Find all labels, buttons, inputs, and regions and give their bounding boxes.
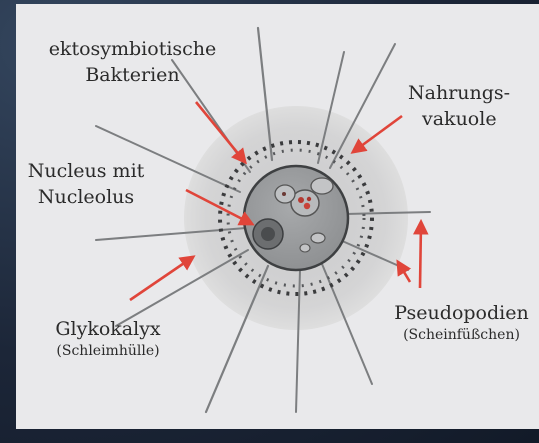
arrow-pseudopodia-1: [420, 222, 421, 288]
label-glycocalyx-main: Glykokalyx: [38, 316, 178, 342]
label-bacteria: ektosymbiotische Bakterien: [30, 36, 235, 88]
label-bacteria-line1: ektosymbiotische: [30, 36, 235, 62]
label-glycocalyx: Glykokalyx (Schleimhülle): [38, 316, 178, 360]
vacuole: [300, 244, 310, 252]
food-particle: [298, 197, 304, 203]
nucleolus: [261, 227, 275, 241]
vacuole: [311, 233, 325, 243]
label-pseudopodia-sub: (Scheinfüßchen): [384, 326, 539, 344]
label-pseudopodia: Pseudopodien (Scheinfüßchen): [384, 300, 539, 344]
label-nucleus-line2: Nucleolus: [12, 184, 160, 210]
label-vacuole: Nahrungs- vakuole: [408, 80, 510, 132]
label-vacuole-line2: vakuole: [408, 106, 510, 132]
label-pseudopodia-main: Pseudopodien: [384, 300, 539, 326]
vacuole: [311, 178, 333, 194]
food-particle: [282, 192, 286, 196]
label-bacteria-line2: Bakterien: [30, 62, 235, 88]
food-particle: [304, 203, 310, 209]
food-particle: [307, 197, 311, 201]
arrow-glycocalyx: [130, 257, 193, 300]
label-nucleus: Nucleus mit Nucleolus: [12, 158, 160, 210]
arrow-pseudopodia-2: [398, 262, 410, 282]
cell-body: [244, 166, 348, 270]
label-vacuole-line1: Nahrungs-: [408, 80, 510, 106]
label-nucleus-line1: Nucleus mit: [12, 158, 160, 184]
label-glycocalyx-sub: (Schleimhülle): [38, 342, 178, 360]
